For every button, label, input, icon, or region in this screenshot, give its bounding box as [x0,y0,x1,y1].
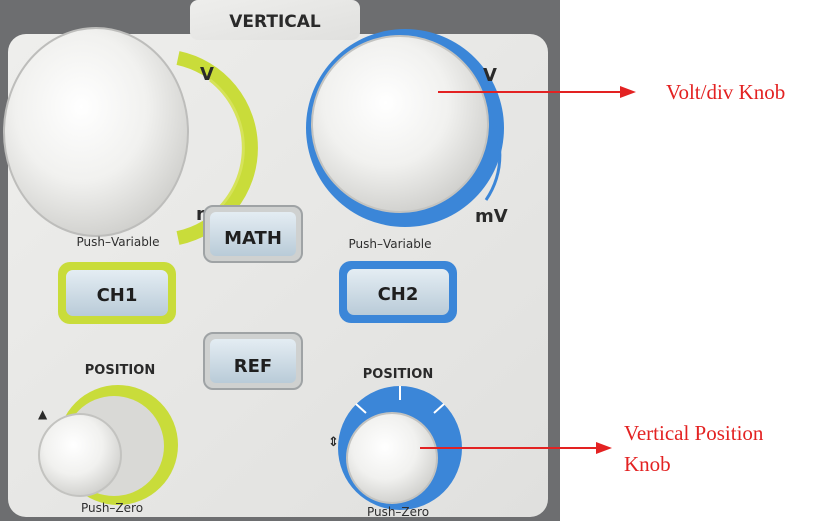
ch2-volt-knob-cap [311,35,489,213]
ch2-volt-caption: Push–Variable [348,237,431,251]
ch1-button[interactable]: CH1 [58,262,176,324]
ref-button-label: REF [234,356,272,377]
ch2-position-label: POSITION [363,367,433,382]
ch2-volt-top-label: V [483,65,497,86]
vertical-position-annotation-line2: Knob [624,452,671,476]
ch1-position-arrow-icon: ▲ [38,407,48,421]
ch1-position-knob-cap [38,413,122,497]
math-button-label: MATH [224,228,282,249]
vertical-position-arrowhead-icon [596,442,612,454]
ref-button[interactable]: REF [203,332,303,390]
ch2-position-caption: Push–Zero [367,505,429,519]
ch2-volt-scale-arc [484,109,502,201]
ch1-volt-top-label: V [200,64,214,85]
ch2-button[interactable]: CH2 [339,261,457,323]
ch1-button-label: CH1 [97,285,138,306]
ch2-position-updown-icon: ⇕ [328,435,339,450]
ch1-volt-scale-arc [209,78,245,218]
vertical-position-annotation-line1: Vertical Position [624,421,764,445]
ch1-volt-caption: Push–Variable [76,235,159,249]
math-button[interactable]: MATH [203,205,303,263]
ch2-position-knob-cap [346,412,438,504]
ch2-button-label: CH2 [378,284,419,305]
ch2-position-knob[interactable] [338,386,462,510]
volt-div-arrowhead-icon [620,86,636,98]
ch2-volt-div-knob[interactable] [306,29,504,227]
panel-title: VERTICAL [229,12,321,32]
ch1-volt-knob-cap [3,27,189,237]
vertical-control-panel: VERTICAL V mV Push–Variable V mV Push–Va… [0,0,560,521]
ch1-position-caption: Push–Zero [81,501,143,515]
volt-div-annotation: Volt/div Knob [666,80,785,104]
ch2-volt-bottom-label: mV [475,206,508,227]
title-tab [190,0,360,40]
ch1-position-knob[interactable] [38,385,178,505]
ch1-position-label: POSITION [85,363,155,378]
